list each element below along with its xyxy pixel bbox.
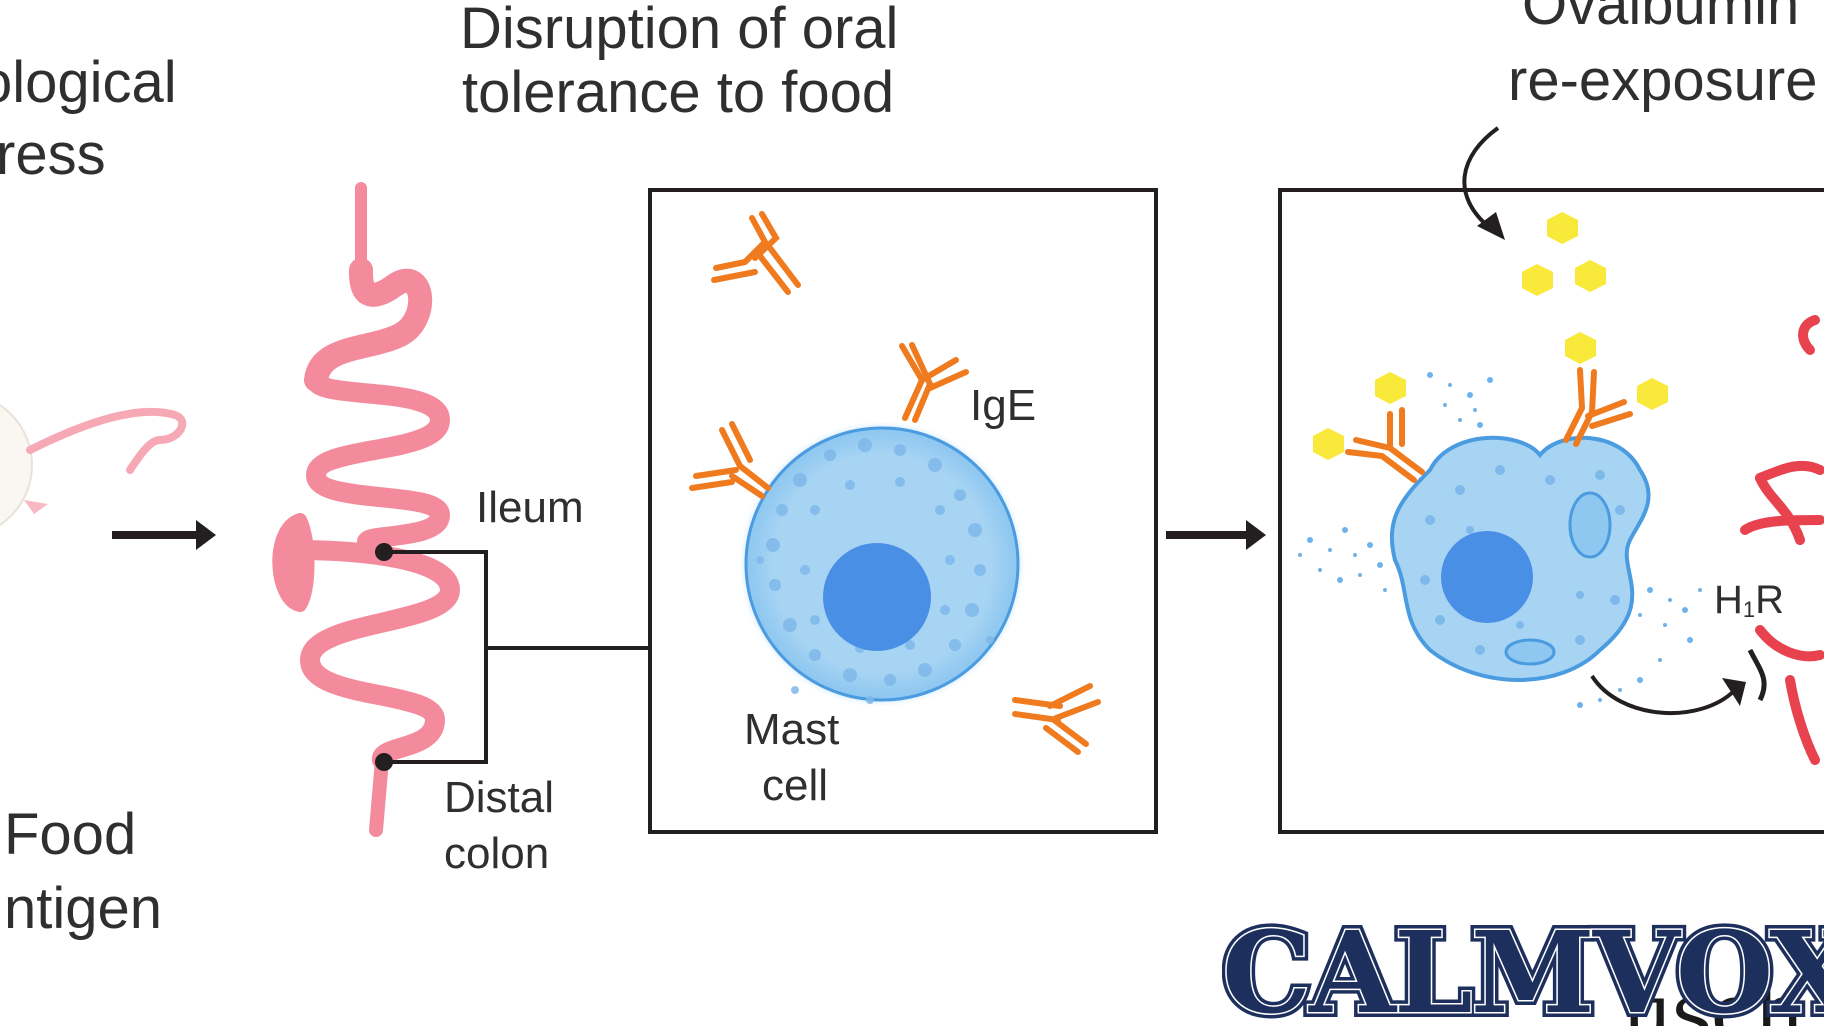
- mast-cell-nucleus: [823, 543, 931, 651]
- h1r-letter-h: H: [1714, 578, 1743, 622]
- distal-colon-label-line2: colon: [444, 829, 550, 878]
- histamine-arrow: [1590, 674, 1737, 716]
- mouse-foot: [24, 500, 48, 514]
- disruption-title-line1: Disruption of oral: [460, 0, 899, 61]
- colon-marker-dot: [375, 753, 393, 771]
- reexposure-panel: [1278, 188, 1824, 834]
- released-mediators: [1298, 372, 1702, 708]
- ovalbumin-antigens: [1522, 212, 1606, 296]
- ige-label: IgE: [970, 381, 1037, 430]
- arrow-mouse-to-gut: [112, 520, 216, 550]
- ovalbumin-label-line2: re-exposure: [1508, 48, 1818, 113]
- small-intestine: [306, 370, 450, 560]
- ileum-marker-dot: [375, 543, 393, 561]
- distal-colon-label-line1: Distal: [444, 773, 555, 822]
- rectum: [369, 753, 389, 837]
- gut-illustration: [272, 182, 460, 837]
- granule-vesicle-right: [1568, 491, 1612, 559]
- bound-ige-antigen-right: [1563, 332, 1668, 447]
- mast-cell-label-line2: cell: [762, 761, 829, 810]
- stress-label-line2: ress: [0, 122, 106, 187]
- ige-antibody-free-top: [711, 211, 801, 295]
- h1r-letter-r: R: [1755, 578, 1785, 622]
- logo-text: CALMVOX: [1222, 908, 1824, 1026]
- sensitization-panel: [648, 188, 1158, 834]
- calmvox-watermark: usch CALMVOX CALMVOX CALMVOX: [1222, 904, 1824, 1026]
- underlying-text-fragment: usch: [1622, 966, 1805, 1026]
- h1r-neuron: [1740, 315, 1824, 765]
- food-label-line2: ntigen: [4, 876, 163, 941]
- degranulating-nucleus: [1441, 531, 1533, 623]
- ileum-label: Ileum: [476, 483, 584, 532]
- ovalbumin-label-line1: Ovalbumin: [1522, 0, 1800, 37]
- food-label-line1: Food: [4, 802, 137, 867]
- logo-inner-stroke: CALMVOX: [1222, 907, 1824, 1026]
- mast-cell-granules: [756, 438, 994, 704]
- reexposure-arrow: [1462, 126, 1500, 230]
- cecum: [272, 513, 315, 612]
- arrow-box-to-box: [1166, 520, 1266, 550]
- h1r-subscript: 1: [1742, 597, 1756, 622]
- bound-ige-antigen-left: [1313, 372, 1425, 483]
- colon: [290, 540, 460, 770]
- stomach: [304, 258, 432, 392]
- granule-vesicle-bottom: [1504, 638, 1556, 666]
- reexposure-arrow-head: [1477, 212, 1505, 240]
- stress-label-line1: ological: [0, 50, 177, 115]
- mouse-body: [0, 403, 33, 527]
- h1r-receptor: [1747, 648, 1767, 702]
- disruption-title-line2: tolerance to food: [462, 60, 895, 125]
- mast-cell-label-line1: Mast: [744, 705, 840, 754]
- mouse-illustration: [0, 403, 187, 527]
- logo-outline: CALMVOX: [1222, 904, 1824, 1026]
- ige-antibody-bound-top: [899, 342, 969, 423]
- gut-to-box-connector: [384, 550, 650, 764]
- h1r-label: H1R: [1714, 580, 1784, 621]
- mouse-tail: [26, 407, 187, 474]
- ige-antibody-free-bottom: [1012, 683, 1101, 755]
- histamine-arrow-head: [1722, 678, 1746, 706]
- degranulating-mast-cell: [1389, 435, 1651, 682]
- ige-antibody-bound-left: [689, 421, 771, 499]
- mast-cell: [744, 426, 1020, 704]
